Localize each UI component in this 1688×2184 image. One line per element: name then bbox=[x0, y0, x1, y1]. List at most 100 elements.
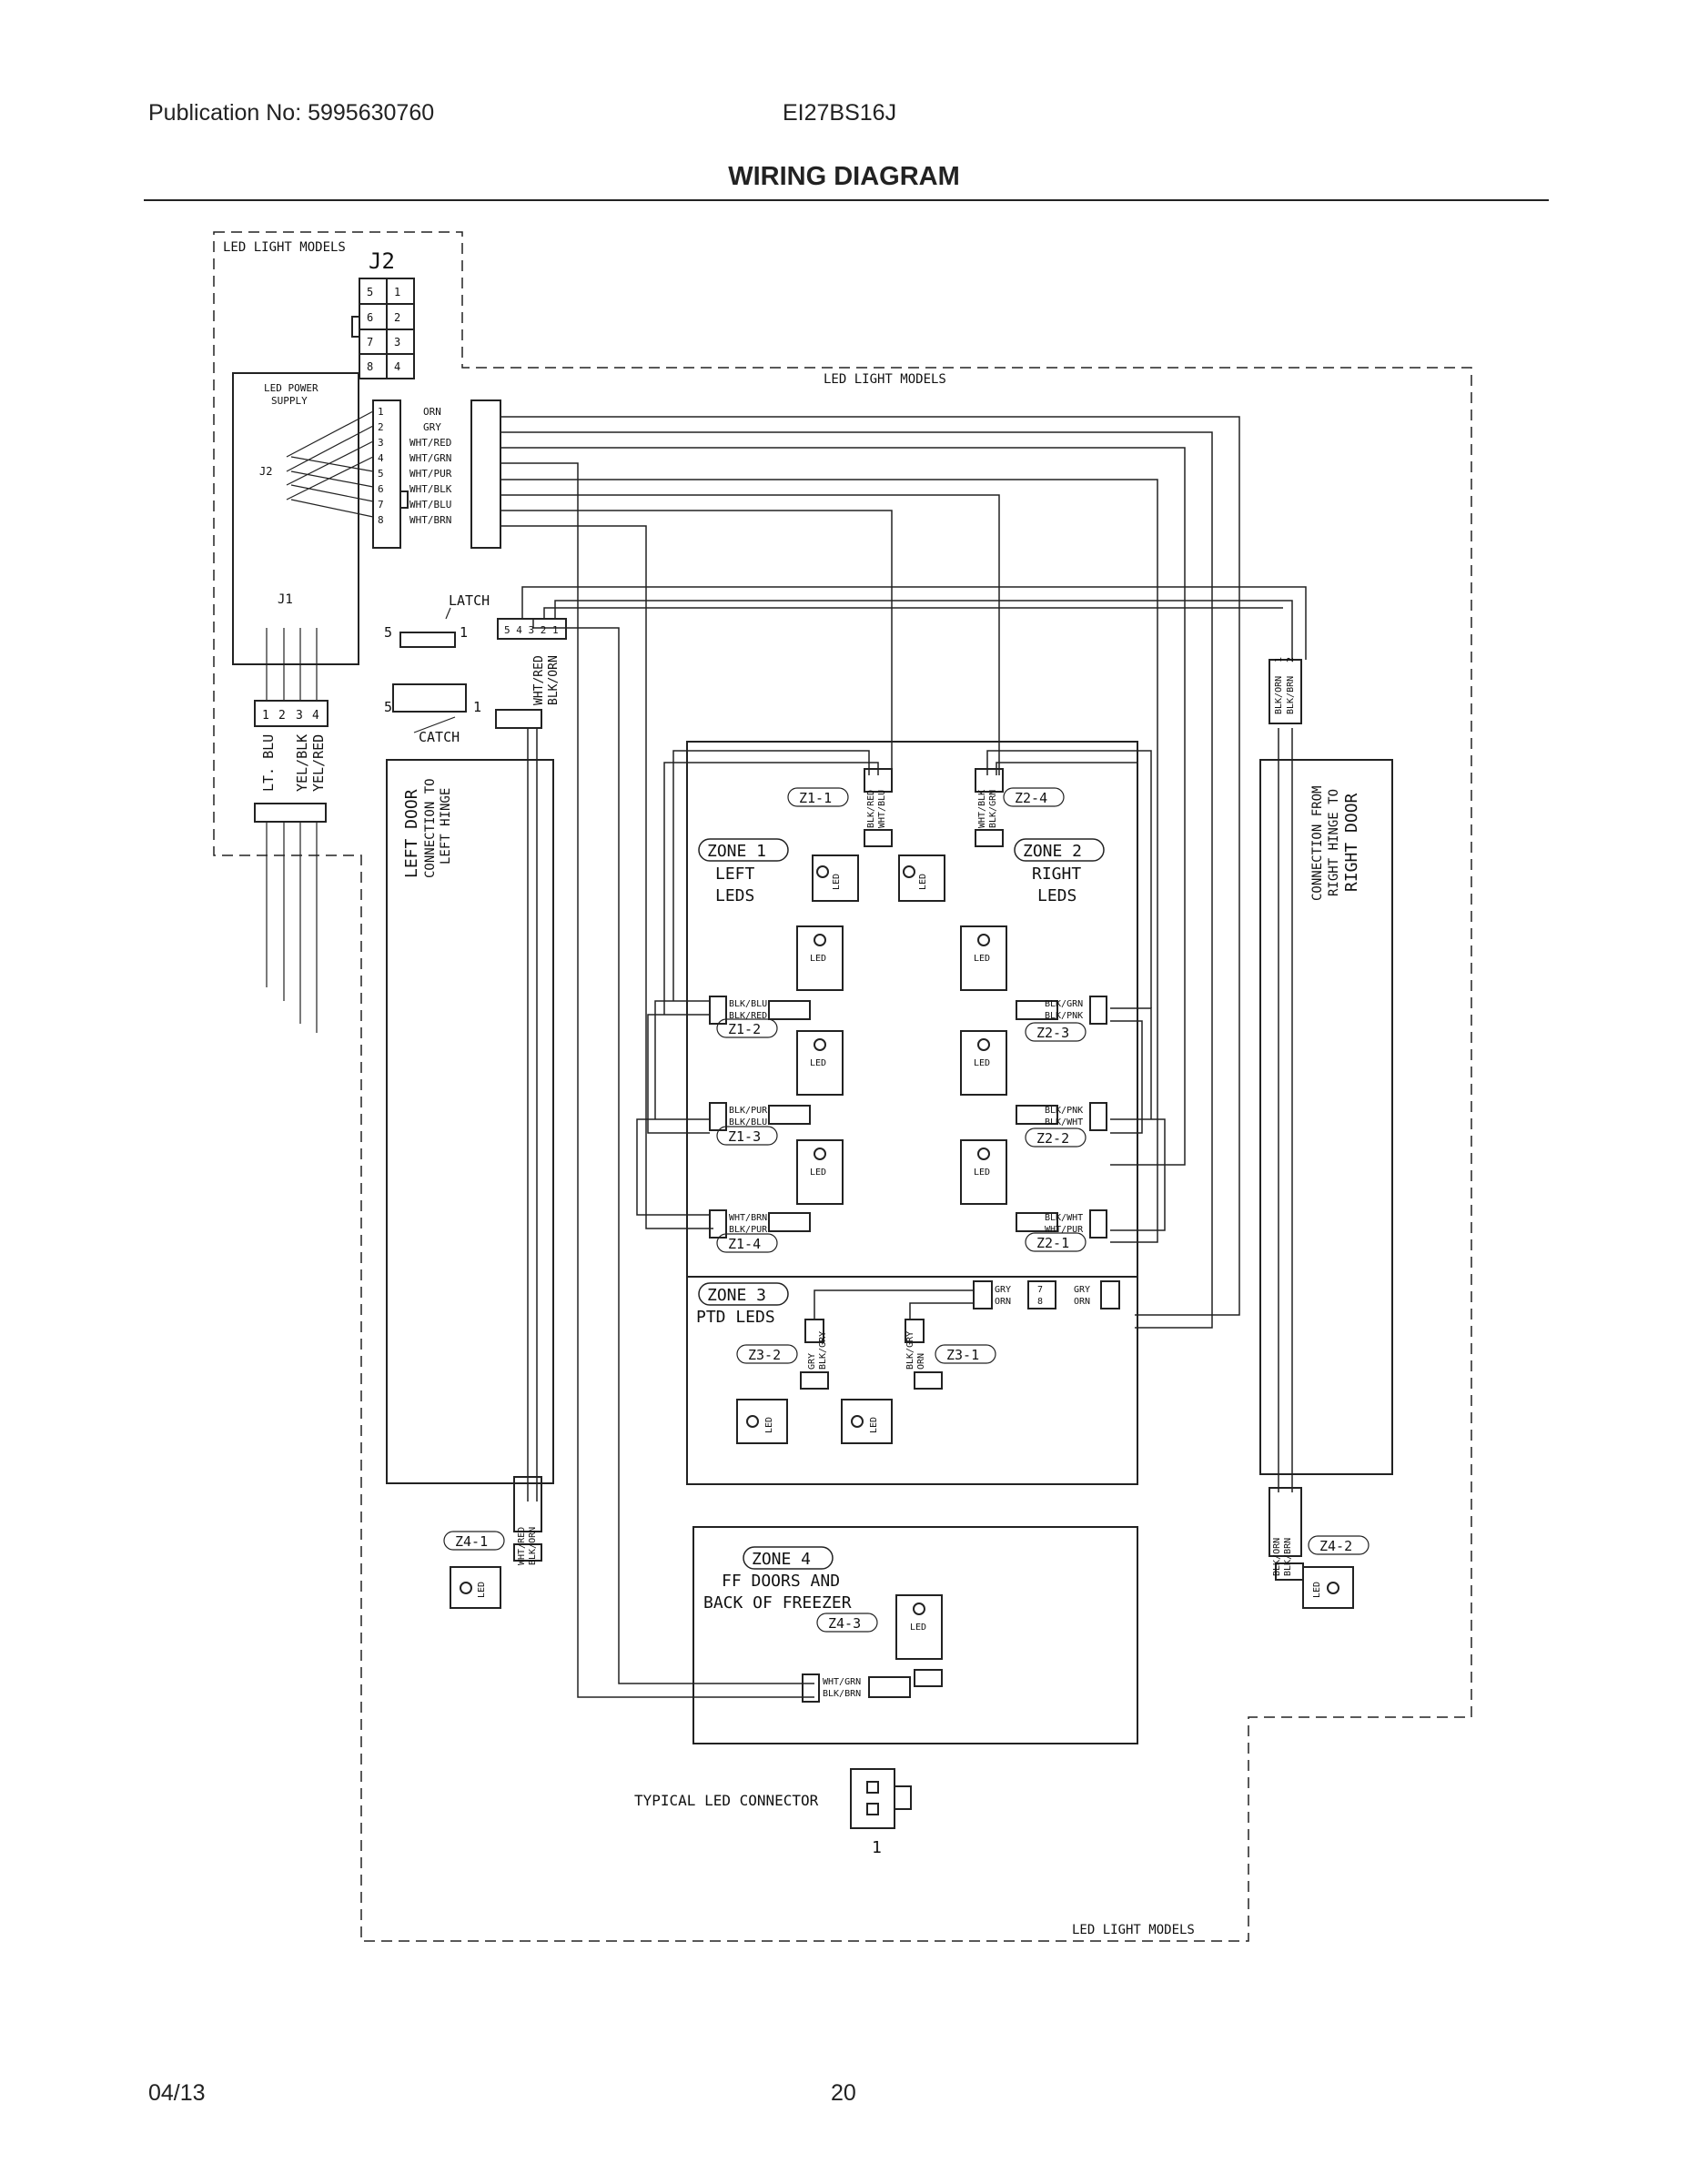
j2-pin: 3 bbox=[394, 336, 400, 349]
z3-bus-pin: 7 bbox=[1037, 1285, 1043, 1295]
j2-pin: 2 bbox=[394, 311, 400, 324]
z2-4-connector bbox=[975, 768, 1004, 793]
z2-4-wire: BLK/GRN bbox=[988, 790, 998, 828]
z2-2-label: Z2-2 bbox=[1036, 1130, 1069, 1147]
harness-wire: WHT/BRN bbox=[409, 514, 451, 526]
typical-led-connector bbox=[850, 1768, 895, 1829]
led-label: LED bbox=[910, 1623, 926, 1633]
z3-bus-wire: GRY bbox=[1074, 1285, 1090, 1295]
catch-pin-label: 5 bbox=[384, 699, 392, 715]
right-hinge-wire-label: BLK/ORN bbox=[1274, 676, 1284, 714]
z3-2-connector bbox=[804, 1319, 824, 1343]
j1-wire-label: YEL/RED bbox=[310, 734, 327, 792]
zone-1-subtitle: LEDS bbox=[715, 886, 754, 905]
right-door-label: RIGHT HINGE TO bbox=[1327, 789, 1341, 896]
title-rule bbox=[144, 199, 1549, 201]
z2-2-wire: BLK/WHT bbox=[1045, 1117, 1083, 1127]
led-label: LED bbox=[974, 1168, 990, 1178]
harness-pin: 7 bbox=[378, 499, 384, 511]
z3-bus-wire: GRY bbox=[995, 1285, 1011, 1295]
led-z2-2 bbox=[960, 1030, 1007, 1096]
harness-pin: 6 bbox=[378, 483, 384, 495]
z4-1-label: Z4-1 bbox=[455, 1533, 488, 1550]
z3-1-connector bbox=[905, 1319, 925, 1343]
j1-plug bbox=[254, 803, 327, 823]
left-door-label: CONNECTION TO bbox=[423, 778, 438, 878]
j2-pin: 5 bbox=[367, 286, 373, 298]
led-label: LED bbox=[1312, 1582, 1322, 1598]
z1-2-label: Z1-2 bbox=[728, 1021, 761, 1037]
led-power-supply-label: SUPPLY bbox=[271, 395, 308, 407]
supply-j2-label: J2 bbox=[259, 465, 272, 478]
z4-2-label: Z4-2 bbox=[1319, 1538, 1352, 1554]
latch-pin-label: 5 bbox=[384, 624, 392, 641]
z1-1-wire: BLK/RED bbox=[866, 790, 876, 828]
z3-bus-pin: 8 bbox=[1037, 1297, 1043, 1307]
right-hinge-pin: 1 bbox=[1274, 657, 1284, 662]
j2-connector-label: J2 bbox=[369, 248, 395, 274]
led-z2-3 bbox=[960, 925, 1007, 991]
j1-pin: 2 bbox=[278, 709, 286, 723]
z3-bus-connector-left bbox=[973, 1280, 993, 1309]
j1-wire-label: YEL/BLK bbox=[294, 734, 310, 792]
z2-2-wire: BLK/PNK bbox=[1045, 1106, 1083, 1116]
z1-2-wire: BLK/RED bbox=[729, 1011, 767, 1021]
catch-plug bbox=[392, 683, 467, 713]
zone-4-subtitle: FF DOORS AND bbox=[722, 1572, 840, 1591]
z1-4-label: Z1-4 bbox=[728, 1236, 761, 1252]
j2-pin: 6 bbox=[367, 311, 373, 324]
led-z3-2 bbox=[736, 1399, 788, 1444]
j1-pin: 3 bbox=[296, 709, 303, 723]
led-label: LED bbox=[810, 1168, 826, 1178]
right-hinge-connector-bottom bbox=[1269, 1487, 1302, 1557]
typical-led-connector-pin: 1 bbox=[872, 1838, 882, 1857]
z3-1-wire: ORN bbox=[916, 1353, 926, 1370]
led-power-supply bbox=[232, 372, 359, 665]
model-number: EI27BS16J bbox=[783, 100, 897, 126]
z3-bus-wire: ORN bbox=[1074, 1297, 1090, 1307]
zone-4-subtitle: BACK OF FREEZER bbox=[703, 1593, 852, 1613]
right-door-label: CONNECTION FROM bbox=[1310, 786, 1325, 901]
harness-wire: WHT/RED bbox=[409, 437, 451, 449]
z2-1-connector bbox=[1089, 1209, 1107, 1239]
led-z1-2 bbox=[796, 925, 844, 991]
zone-3-title: ZONE 3 bbox=[707, 1286, 766, 1305]
zone-1-2-box bbox=[686, 741, 1138, 1278]
right-door-label: RIGHT DOOR bbox=[1342, 793, 1361, 892]
z2-3-label: Z2-3 bbox=[1036, 1025, 1069, 1041]
right-hinge-connector-top bbox=[1269, 659, 1302, 724]
right-door-box bbox=[1259, 759, 1393, 1475]
z3-2-wire: BLK/GRY bbox=[818, 1331, 828, 1370]
led-label: LED bbox=[764, 1417, 774, 1433]
harness-pin: 2 bbox=[378, 421, 384, 433]
z1-3-wire: BLK/PUR bbox=[729, 1106, 768, 1116]
led-models-label-bottom: LED LIGHT MODELS bbox=[1072, 1923, 1195, 1937]
led-z1-3 bbox=[796, 1030, 844, 1096]
j1-pin: 1 bbox=[262, 709, 269, 723]
led-z4-2 bbox=[1302, 1566, 1354, 1609]
z3-1-wire: BLK/GRY bbox=[905, 1331, 915, 1370]
j2-pin: 7 bbox=[367, 336, 373, 349]
publication-number: Publication No: 5995630760 bbox=[148, 100, 435, 126]
z2-2-connector bbox=[1089, 1102, 1107, 1131]
led-power-supply-label: LED POWER bbox=[264, 382, 318, 394]
zone-1-subtitle: LEFT bbox=[715, 864, 755, 884]
harness-pin: 4 bbox=[378, 452, 384, 464]
zone-2-subtitle: RIGHT bbox=[1032, 864, 1081, 884]
j1-connector bbox=[254, 700, 329, 727]
z4-1-wire: WHT/RED bbox=[517, 1527, 527, 1565]
led-label: LED bbox=[918, 874, 928, 890]
zone-4-title: ZONE 4 bbox=[752, 1550, 811, 1569]
z2-3-wire: BLK/PNK bbox=[1045, 1011, 1083, 1021]
z3-bus-wire: ORN bbox=[995, 1297, 1011, 1307]
led-z2-4 bbox=[898, 854, 945, 902]
latch-label: LATCH bbox=[449, 592, 490, 609]
led-label: LED bbox=[832, 874, 842, 890]
led-z1-4 bbox=[796, 1139, 844, 1205]
z1-3-wire: BLK/BLU bbox=[729, 1117, 767, 1127]
z2-3-connector bbox=[1089, 996, 1107, 1025]
footer-date: 04/13 bbox=[148, 2080, 206, 2106]
z2-1-wire: WHT/PUR bbox=[1045, 1225, 1084, 1235]
zone-3-box bbox=[686, 1276, 1138, 1485]
